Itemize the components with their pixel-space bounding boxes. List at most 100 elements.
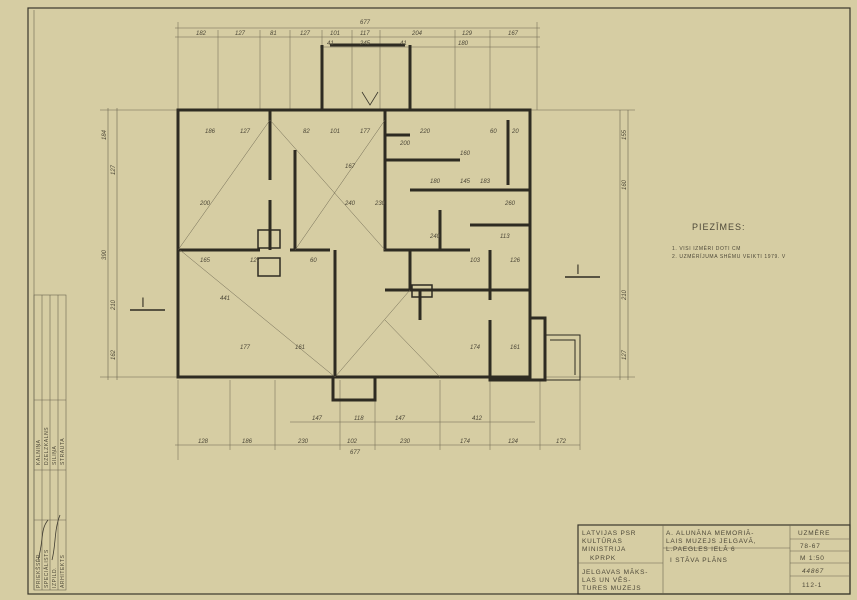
svg-text:129: 129 bbox=[462, 31, 473, 37]
room-dimension: 183 bbox=[480, 179, 491, 185]
svg-text:LATVIJAS PSR: LATVIJAS PSR bbox=[582, 530, 636, 537]
room-dimension: 165 bbox=[200, 258, 211, 264]
room-dimension: 160 bbox=[460, 151, 471, 157]
svg-text:KULTŪRAS: KULTŪRAS bbox=[582, 537, 623, 545]
svg-text:UZMĒRE: UZMĒRE bbox=[798, 529, 830, 537]
sheet-title: I STĀVA PLĀNS bbox=[670, 556, 728, 564]
svg-text:124: 124 bbox=[508, 439, 519, 445]
svg-text:127: 127 bbox=[622, 349, 628, 360]
note-item: 2. UZMĒRĪJUMA SHĒMU VEIKTI 1979. V bbox=[672, 253, 786, 260]
svg-text:180: 180 bbox=[458, 41, 469, 47]
room-dimension: 161 bbox=[510, 345, 520, 351]
room-dimension: 177 bbox=[240, 345, 251, 351]
svg-text:230: 230 bbox=[297, 439, 309, 445]
svg-text:112-1: 112-1 bbox=[802, 582, 822, 589]
title-block: LATVIJAS PSR KULTŪRAS MINISTRIJA KPRPK J… bbox=[577, 524, 851, 595]
svg-text:172: 172 bbox=[556, 439, 567, 445]
room-dimension: 174 bbox=[470, 345, 481, 351]
room-dimension: 20 bbox=[511, 129, 519, 135]
svg-text:182: 182 bbox=[196, 31, 207, 37]
svg-text:TURES MUZEJS: TURES MUZEJS bbox=[582, 585, 641, 592]
svg-text:JELGAVAS MĀKS-: JELGAVAS MĀKS- bbox=[582, 568, 648, 576]
svg-text:390: 390 bbox=[102, 249, 108, 260]
room-dimension: 200 bbox=[399, 141, 411, 147]
side-stamp: PRIEKŠSĒD. SPECIĀLISTS IZPILD. ARHITEKTS… bbox=[33, 294, 67, 591]
bottom-total-dim: 677 bbox=[350, 450, 361, 456]
svg-text:LAIS MUZEJS JELGAVĀ,: LAIS MUZEJS JELGAVĀ, bbox=[666, 537, 756, 545]
svg-text:118: 118 bbox=[354, 416, 364, 422]
room-dimension: 220 bbox=[419, 129, 431, 135]
svg-text:162: 162 bbox=[111, 349, 117, 360]
room-dimension: 82 bbox=[303, 129, 310, 135]
section-marker-left: I bbox=[130, 294, 165, 311]
stamp-role: SPECIĀLISTS bbox=[43, 549, 50, 588]
room-dimension: 240 bbox=[429, 234, 441, 240]
room-dimension: 60 bbox=[490, 129, 497, 135]
section-marker-right: I bbox=[565, 261, 600, 278]
notes-title: PIEZĪMES: bbox=[692, 222, 746, 232]
svg-text:78-67: 78-67 bbox=[800, 543, 821, 550]
stamp-name: STRAUTA bbox=[60, 438, 66, 465]
svg-text:147: 147 bbox=[395, 416, 406, 422]
svg-text:LAS UN VĒS-: LAS UN VĒS- bbox=[582, 576, 631, 584]
room-dimension: 60 bbox=[310, 258, 317, 264]
svg-text:412: 412 bbox=[472, 416, 483, 422]
top-total-dim: 677 bbox=[360, 20, 371, 26]
svg-text:210: 210 bbox=[111, 299, 117, 311]
svg-text:101: 101 bbox=[330, 31, 340, 37]
svg-text:I: I bbox=[141, 294, 145, 310]
room-dimension: 180 bbox=[430, 179, 441, 185]
room-dimension: 230 bbox=[374, 201, 386, 207]
svg-text:A. ALUNĀNA MEMORIĀ-: A. ALUNĀNA MEMORIĀ- bbox=[666, 529, 754, 537]
svg-text:186: 186 bbox=[242, 439, 253, 445]
dimension-labels: 677 182 127 81 127 101 117 204 129 167 4… bbox=[102, 20, 628, 456]
stamp-role: ARHITEKTS bbox=[60, 554, 66, 588]
svg-text:184: 184 bbox=[102, 129, 108, 140]
room-dimension: 177 bbox=[360, 129, 371, 135]
room-dimension: 186 bbox=[205, 129, 216, 135]
room-dimension: 103 bbox=[470, 258, 481, 264]
svg-text:41: 41 bbox=[327, 41, 334, 47]
svg-text:147: 147 bbox=[312, 416, 323, 422]
room-dimension: 101 bbox=[330, 129, 340, 135]
stamp-role: IZPILD. bbox=[52, 567, 58, 588]
dimension-lines bbox=[100, 22, 635, 460]
svg-text:KPRPK: KPRPK bbox=[590, 555, 616, 562]
sheet-frame bbox=[27, 7, 851, 595]
svg-text:204: 204 bbox=[411, 31, 423, 37]
svg-text:128: 128 bbox=[198, 439, 209, 445]
svg-text:210: 210 bbox=[622, 289, 628, 301]
room-dimension: 200 bbox=[199, 201, 211, 207]
svg-text:174: 174 bbox=[460, 439, 471, 445]
room-dimension-labels: 186 127 82 101 177 220 60 20 200 160 180 145 183 260 2… bbox=[199, 129, 521, 351]
svg-text:155: 155 bbox=[622, 129, 628, 140]
room-dimension: 113 bbox=[500, 234, 510, 240]
room-dimension: 260 bbox=[504, 201, 516, 207]
room-dimension: 441 bbox=[220, 296, 230, 302]
walls bbox=[176, 43, 581, 402]
room-dimension: 240 bbox=[344, 201, 356, 207]
svg-text:117: 117 bbox=[360, 31, 370, 37]
svg-text:M 1:50: M 1:50 bbox=[800, 555, 825, 562]
room-dimension: 145 bbox=[460, 179, 471, 185]
svg-text:160: 160 bbox=[622, 179, 628, 190]
room-dimension: 161 bbox=[295, 345, 305, 351]
stamp-name: DZELZKALNS bbox=[44, 427, 50, 465]
svg-text:I: I bbox=[576, 261, 580, 277]
svg-text:41: 41 bbox=[400, 41, 407, 47]
note-item: 1. VISI IZMĒRI DOTI CM bbox=[672, 245, 741, 252]
svg-text:127: 127 bbox=[235, 31, 246, 37]
svg-text:127: 127 bbox=[111, 164, 117, 175]
room-dimension: 126 bbox=[510, 258, 521, 264]
svg-text:230: 230 bbox=[399, 439, 411, 445]
svg-text:81: 81 bbox=[270, 31, 277, 37]
stamp-name: KALNIŅA bbox=[36, 439, 42, 465]
stamp-role: PRIEKŠSĒD. bbox=[35, 552, 42, 588]
room-dimension: 127 bbox=[250, 258, 261, 264]
svg-text:127: 127 bbox=[300, 31, 311, 37]
room-dimension: 127 bbox=[240, 129, 251, 135]
svg-text:102: 102 bbox=[347, 439, 358, 445]
room-dimension: 167 bbox=[345, 164, 356, 170]
svg-text:245: 245 bbox=[359, 41, 371, 47]
